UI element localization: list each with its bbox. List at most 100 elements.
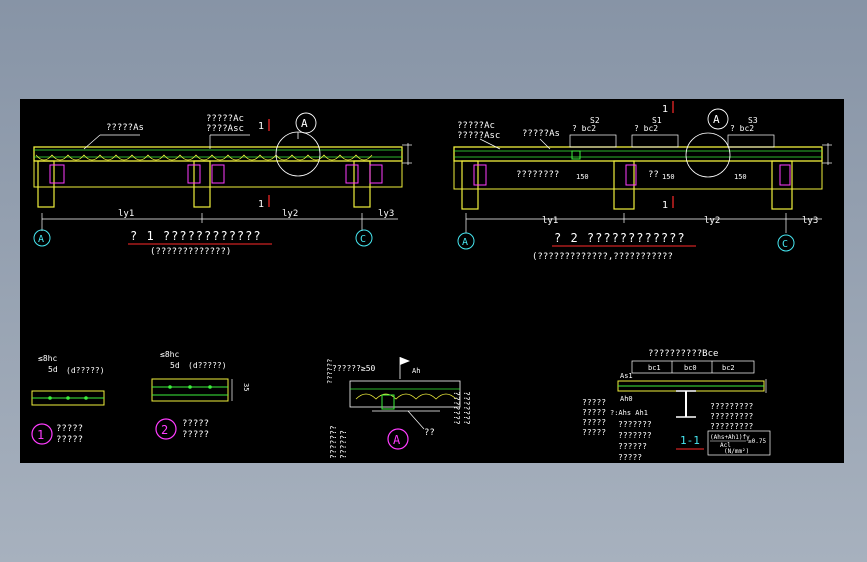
detailA-side-label: ?????? bbox=[326, 359, 334, 384]
fig1-axis-a: A bbox=[38, 234, 44, 245]
section11-left-text3: ????? bbox=[582, 418, 606, 427]
fig2-label-mid2: ?? bbox=[648, 170, 659, 180]
fig2-title: ? 2 ???????????? bbox=[554, 231, 686, 245]
fig2-label-mid1: ???????? bbox=[516, 170, 559, 180]
detailA-right-text1: ??????? bbox=[452, 391, 461, 425]
fig2-detail-bubble-label: A bbox=[713, 113, 720, 126]
fig1-label-top-mid2: ????Asc bbox=[206, 124, 244, 134]
fig2-bc2-a: ? bc2 bbox=[572, 124, 596, 133]
fig2-span2: ly2 bbox=[704, 216, 720, 226]
section11-formula3: ≥0.75 bbox=[748, 438, 766, 445]
detailA-left-text2: ?????? bbox=[339, 430, 348, 459]
detail-1: ≤8hc 5d (d?????) 1 ????? ????? bbox=[31, 354, 105, 445]
fig2-slab bbox=[453, 146, 823, 162]
fig2-bc2-c: ? bc2 bbox=[730, 124, 754, 133]
section11-bc2: bc2 bbox=[722, 364, 735, 372]
fig2-label-top-left1: ?????Ac bbox=[457, 121, 495, 131]
fig2-label-top-mid: ?????As bbox=[522, 129, 560, 139]
section11-formula4: (N/mm²) bbox=[724, 448, 749, 455]
fig2-s1: S1 bbox=[652, 116, 662, 125]
fig1-title: ? 1 ???????????? bbox=[130, 229, 262, 243]
section11-left-text2: ????? bbox=[582, 408, 606, 417]
fig2-dim150c: 150 bbox=[734, 173, 747, 181]
fig1-label-top-mid1: ?????Ac bbox=[206, 114, 244, 124]
detail1-bubble-label: 1 bbox=[37, 428, 44, 442]
fig2-axis-c: C bbox=[782, 239, 788, 250]
figure-1: ?????As ?????Ac ????Asc 1 1 A ly1 ly2 ly… bbox=[33, 112, 412, 257]
fig1-slab bbox=[33, 146, 403, 162]
fig1-beam-line bbox=[33, 160, 403, 188]
section11-left-text4: ????? bbox=[582, 428, 606, 437]
detailA-slab bbox=[349, 380, 461, 408]
fig2-s3: S3 bbox=[748, 116, 758, 125]
detail1-top3: (d?????) bbox=[66, 366, 105, 375]
detail2-bubble[interactable] bbox=[155, 418, 177, 440]
fig2-bc2-b: ? bc2 bbox=[634, 124, 658, 133]
cad-drawing: ?????As ?????Ac ????Asc 1 1 A ly1 ly2 ly… bbox=[31, 101, 832, 462]
detailA-bubble-label: A bbox=[393, 433, 401, 447]
section11-note1: ?:Ahs Ah1 bbox=[610, 409, 648, 417]
fig2-detail-circle bbox=[685, 132, 731, 178]
section11-right2: ????????? bbox=[710, 412, 754, 421]
detail2-text1: ????? bbox=[182, 419, 209, 429]
section11-note4: ?????? bbox=[618, 442, 647, 451]
section11-formula1: (Ahs+Ah1)fy bbox=[710, 434, 750, 441]
fig1-axis-a-bubble[interactable] bbox=[33, 229, 51, 247]
detail-2: ≤8hc 5d (d?????) 35 2 ????? ????? bbox=[151, 350, 250, 440]
detail2-top2: 5d bbox=[170, 361, 180, 370]
section11-note3: ??????? bbox=[618, 431, 652, 440]
fig2-column-c bbox=[771, 160, 793, 210]
detail1-bubble[interactable] bbox=[31, 423, 53, 445]
detail2-top1: ≤8hc bbox=[160, 350, 179, 359]
detail2-bubble-label: 2 bbox=[161, 423, 168, 437]
detailA-note: ?? bbox=[424, 428, 435, 438]
fig1-axis-c-bubble[interactable] bbox=[355, 229, 373, 247]
detail2-text2: ????? bbox=[182, 430, 209, 440]
fig2-axis-a: A bbox=[462, 237, 468, 248]
fig2-span3: ly3 bbox=[802, 216, 818, 226]
section11-formula2: Acl bbox=[720, 442, 731, 449]
section11-title: 1-1 bbox=[680, 434, 700, 447]
detailA-right-text2: ??????? bbox=[462, 391, 471, 425]
detailA-top: ??????≥50 bbox=[332, 364, 376, 373]
section11-bc1: bc1 bbox=[648, 364, 661, 372]
fig2-detail-bubble[interactable] bbox=[707, 108, 729, 130]
fig2-section-mark: 1 bbox=[662, 104, 668, 115]
section11-top: ??????????Bce bbox=[648, 349, 718, 359]
fig1-span3: ly3 bbox=[378, 209, 394, 219]
fig1-detail-bubble-label: A bbox=[301, 117, 308, 130]
detail1-top2: 5d bbox=[48, 365, 58, 374]
fig1-span1: ly1 bbox=[118, 209, 134, 219]
section11-right1: ????????? bbox=[710, 402, 754, 411]
fig2-span1: ly1 bbox=[542, 216, 558, 226]
cad-drawing-viewport[interactable]: ?????As ?????Ac ????Asc 1 1 A ly1 ly2 ly… bbox=[20, 99, 844, 463]
fig2-axis-a-bubble[interactable] bbox=[457, 232, 475, 250]
fig2-axis-c-bubble[interactable] bbox=[777, 234, 795, 252]
fig1-section-mark: 1 bbox=[258, 121, 264, 132]
fig1-column-c bbox=[345, 160, 383, 208]
detail2-slab bbox=[151, 378, 229, 402]
fig1-span2: ly2 bbox=[282, 209, 298, 219]
detail1-text1: ????? bbox=[56, 424, 83, 434]
section11-ah0: Ah0 bbox=[620, 395, 633, 403]
detail-a: ??????≥50 Ah ?????? ??????? ?????? ?????… bbox=[326, 357, 471, 459]
fig2-dim150b: 150 bbox=[662, 173, 675, 181]
section11-right3: ????????? bbox=[710, 422, 754, 431]
detail2-dim: 35 bbox=[242, 383, 250, 391]
section11-note2: ??????? bbox=[618, 420, 652, 429]
figure-2: ?????Ac ?????Asc ?????As S2 S1 S3 ? bc2 … bbox=[453, 101, 832, 262]
fig1-column-b bbox=[187, 160, 225, 208]
section11-note5: ????? bbox=[618, 453, 642, 462]
section11-left-text1: ????? bbox=[582, 398, 606, 407]
fig2-subtitle: (?????????????,??????????? bbox=[532, 252, 673, 262]
fig1-column-a bbox=[37, 160, 65, 208]
fig1-detail-bubble[interactable] bbox=[295, 112, 317, 134]
section11-formula-box bbox=[707, 430, 771, 456]
fig1-label-top-left: ?????As bbox=[106, 123, 144, 133]
fig2-beam-line bbox=[453, 160, 823, 190]
detailA-bubble[interactable] bbox=[387, 428, 409, 450]
section-1-1: ??????????Bce bc1 bc0 bc2 As1 Ah0 ????? … bbox=[582, 349, 771, 462]
fig1-subtitle: (?????????????) bbox=[150, 247, 231, 257]
fig2-dim150a: 150 bbox=[576, 173, 589, 181]
fig2-s2: S2 bbox=[590, 116, 600, 125]
